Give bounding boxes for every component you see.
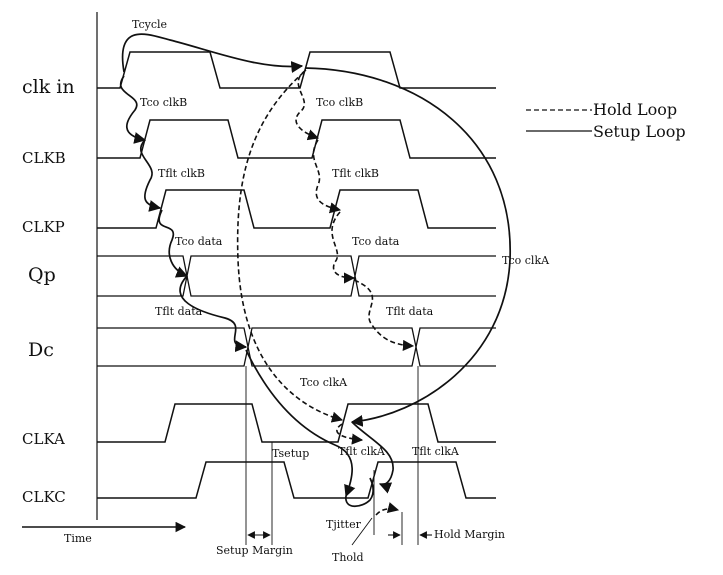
signal-label-clka: CLKA [22,430,65,448]
annotation-tflt-data-2: Tflt data [386,305,434,318]
annotation-tflt-clkb-2: Tflt clkB [332,167,379,180]
legend: Hold Loop Setup Loop [526,100,686,141]
waveform-clkc [97,461,496,499]
annotation-tflt-clka-2: Tflt clkA [412,445,460,458]
legend-hold-loop-label: Hold Loop [593,100,677,119]
bus-dc [97,327,496,367]
waveform-clk-in [97,51,496,89]
setup-loop-tco-data [158,209,189,278]
annotation-tjitter: Tjitter [326,518,362,531]
annotation-tco-clka-right: Tco clkA [502,254,550,267]
hold-loop-thold [375,502,400,516]
annotation-tco-data-2: Tco data [352,235,400,248]
setup-loop-tsetup [245,349,356,498]
hold-loop-tflt-clkb [312,139,342,214]
annotation-tflt-clkb-1: Tflt clkB [158,167,205,180]
signal-label-dc: Dc [28,339,54,361]
setup-loop-tcycle [121,33,304,73]
annotation-tflt-data-1: Tflt data [155,305,203,318]
annotation-time: Time [64,532,92,545]
annotation-tflt-clka-1: Tflt clkA [338,445,386,458]
hold-loop-tco-clkb [295,69,320,141]
waveform-clkp [97,189,496,229]
hold-loop-tco-data [331,211,356,284]
hold-loop-tco-clka [236,71,344,423]
signal-label-qp: Qp [28,264,56,286]
bus-qp [97,255,496,297]
hold-loop-tflt-clka [336,423,364,445]
setup-loop-tflt-data [179,275,248,353]
annotation-thold: Thold [332,551,364,564]
annotation-tco-clka-mid: Tco clkA [300,376,348,389]
setup-loop-tco-clkb [120,75,147,144]
waveform-clka [97,403,496,443]
legend-setup-loop-label: Setup Loop [593,122,686,141]
signal-label-clkc: CLKC [22,488,66,506]
annotation-hold-margin: Hold Margin [434,528,505,541]
signal-label-clkp: CLKP [22,218,65,236]
waveform-clkb [97,119,496,159]
annotation-tco-clkb-1: Tco clkB [140,96,187,109]
thold-pointer [351,517,373,546]
setup-loop-tflt-clkb [139,139,162,212]
annotation-tco-data-1: Tco data [175,235,223,248]
annotation-tsetup: Tsetup [272,447,309,460]
hold-loop-tflt-data [353,279,415,352]
setup-loop-tco-clka [304,67,511,427]
signal-label-clk-in: clk in [22,76,75,98]
annotation-tco-clkb-2: Tco clkB [316,96,363,109]
setup-loop-tjitter-curl [345,477,375,508]
annotation-setup-margin: Setup Margin [216,544,293,557]
signal-label-clkb: CLKB [22,149,66,167]
setup-loop-tflt-clka [351,421,394,494]
annotation-tcycle: Tcycle [132,18,167,31]
